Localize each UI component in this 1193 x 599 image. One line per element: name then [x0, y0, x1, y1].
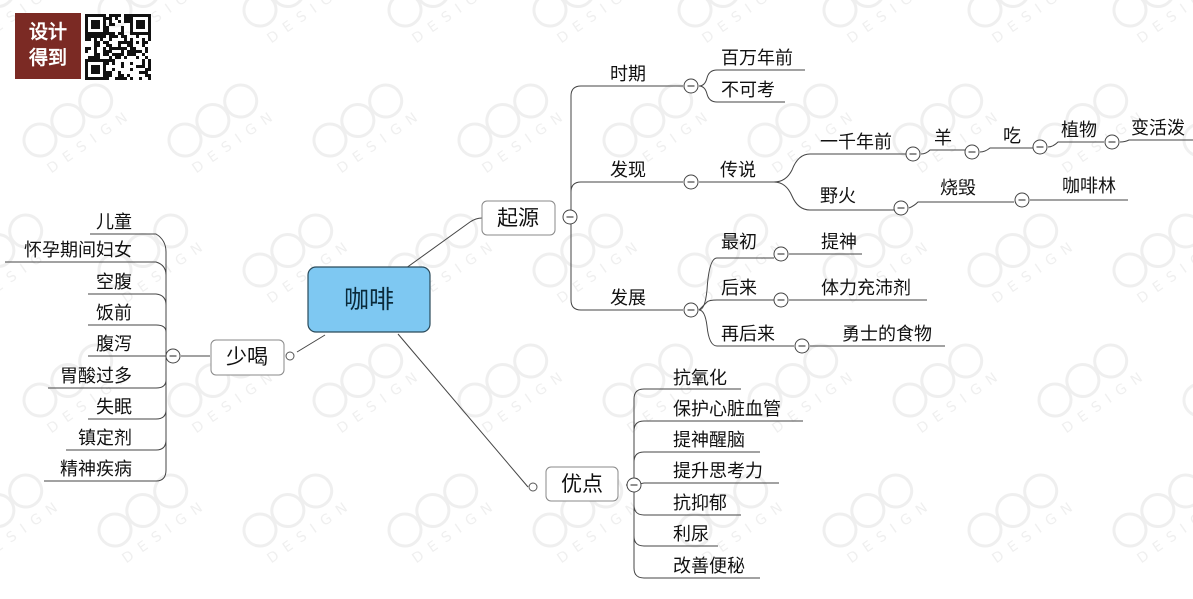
- connector-drinkless: [5, 233, 210, 482]
- brand-logo: 设计 得到: [15, 13, 81, 79]
- dev-what-3: 勇士的食物: [842, 324, 932, 345]
- collapse-toggle-dev-3[interactable]: [794, 338, 810, 354]
- drinkless-item: 失眠: [96, 397, 132, 418]
- benefit-item: 提升思考力: [673, 461, 763, 482]
- story2-item-3: 咖啡林: [1062, 176, 1116, 197]
- drinkless-item: 儿童: [96, 212, 132, 233]
- benefit-item: 提神醒脑: [673, 430, 745, 451]
- collapse-toggle-story2-2[interactable]: [1014, 192, 1030, 208]
- benefit-item: 改善便秘: [673, 556, 745, 577]
- connector-story1-4: [1047, 141, 1104, 148]
- benefit-item: 抗氧化: [673, 368, 727, 389]
- connector-center-origin: [394, 217, 483, 277]
- drinkless-node-label: 少喝: [226, 345, 268, 369]
- collapse-toggle-dev-1[interactable]: [773, 246, 789, 262]
- collapse-toggle-period[interactable]: [683, 78, 699, 94]
- drinkless-item: 胃酸过多: [60, 366, 132, 387]
- collapse-toggle-benefits[interactable]: [626, 477, 642, 493]
- connector-discovery: [570, 181, 683, 217]
- collapse-toggle-story1-1[interactable]: [905, 146, 921, 162]
- discovery-label: 发现: [610, 160, 646, 181]
- drinkless-item: 镇定剂: [78, 428, 132, 449]
- connector-story1-5: [1119, 139, 1193, 143]
- dev-when-1: 最初: [721, 232, 757, 253]
- drinkless-anchor-dot: [285, 351, 295, 361]
- period-item-1: 百万年前: [721, 48, 793, 69]
- benefits-node-label: 优点: [561, 472, 603, 496]
- drinkless-item: 空腹: [96, 272, 132, 293]
- story2-item-2: 烧毁: [940, 178, 976, 199]
- origin-node-label: 起源: [497, 206, 539, 230]
- drinkless-node-box[interactable]: [210, 339, 285, 376]
- collapse-toggle-story1-3[interactable]: [1032, 139, 1048, 155]
- brand-line-2: 得到: [28, 47, 67, 69]
- benefit-item: 保护心脏血管: [673, 399, 781, 420]
- story2-item-1: 野火: [820, 186, 856, 207]
- dev-when-2: 后来: [721, 278, 757, 299]
- period-item-2: 不可考: [721, 80, 775, 101]
- connector-benefits: [626, 388, 803, 579]
- story1-item-4: 植物: [1061, 120, 1097, 141]
- connector-development: [570, 217, 683, 311]
- connector-story2: [773, 181, 894, 211]
- collapse-toggles: [165, 78, 1120, 493]
- brand-line-1: 设计: [28, 21, 67, 43]
- origin-node-box[interactable]: [481, 200, 556, 236]
- connector-story1-3: [979, 147, 1033, 153]
- story1-item-2: 羊: [934, 128, 952, 149]
- connector-period-2: [698, 85, 785, 103]
- story1-item-5: 变活泼: [1131, 118, 1185, 139]
- story1-item-3: 吃: [1003, 126, 1021, 147]
- dev-what-2: 体力充沛剂: [821, 278, 911, 299]
- center-node-label: 咖啡: [344, 285, 394, 314]
- collapse-toggle-discovery[interactable]: [683, 174, 699, 190]
- story1-item-1: 一千年前: [820, 132, 892, 153]
- connector-dev-2: [698, 299, 774, 311]
- legend-label: 传说: [720, 160, 756, 181]
- benefit-item: 利尿: [673, 524, 709, 545]
- collapse-toggle-story1-4[interactable]: [1104, 134, 1120, 150]
- collapse-toggle-story1-2[interactable]: [964, 144, 980, 160]
- drinkless-item: 饭前: [96, 303, 132, 324]
- period-label: 时期: [610, 64, 646, 85]
- collapse-toggle-drinkless[interactable]: [165, 348, 181, 364]
- connector-center-drinkless: [296, 334, 326, 353]
- dev-when-3: 再后来: [721, 324, 775, 345]
- collapse-toggle-story2-1[interactable]: [893, 200, 909, 216]
- benefits-anchor-dot: [528, 482, 538, 492]
- dev-what-1: 提神: [821, 232, 857, 253]
- connector-story1: [773, 153, 907, 183]
- drinkless-item: 腹泻: [96, 334, 132, 355]
- connector-period: [570, 85, 683, 217]
- drinkless-item: 精神疾病: [60, 459, 132, 480]
- collapse-toggle-dev-2[interactable]: [773, 292, 789, 308]
- connector-period-1: [698, 69, 805, 87]
- connector-dev-3: [698, 309, 794, 347]
- center-node-box[interactable]: [307, 266, 431, 333]
- connector-story2-2: [908, 201, 1014, 209]
- drinkless-item: 怀孕期间妇女: [24, 240, 132, 261]
- collapse-toggle-origin[interactable]: [562, 209, 578, 225]
- qr-code-icon: [85, 14, 151, 80]
- connector-center-benefits: [397, 333, 529, 488]
- benefit-item: 抗抑郁: [673, 493, 727, 514]
- connector-dev-1: [698, 257, 774, 311]
- connector-story1-2: [920, 149, 965, 155]
- collapse-toggle-development[interactable]: [683, 302, 699, 318]
- benefits-node-box[interactable]: [545, 466, 619, 502]
- connector-lines: [5, 69, 1193, 579]
- development-label: 发展: [610, 288, 646, 309]
